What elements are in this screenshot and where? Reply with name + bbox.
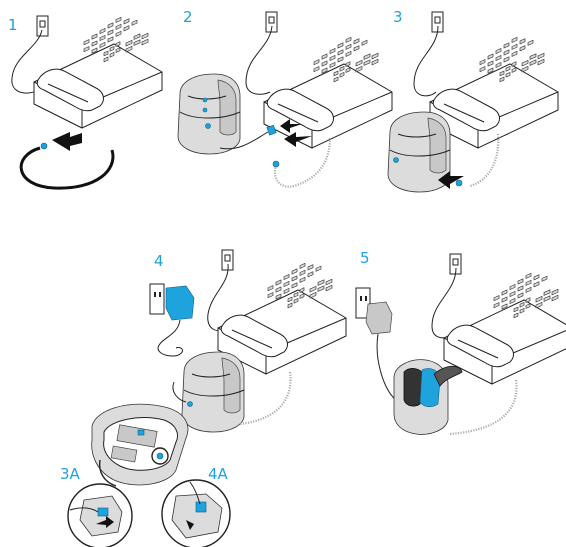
wall-jack-icon bbox=[222, 250, 233, 270]
power-adapter-icon bbox=[166, 286, 194, 320]
step-3-label: 3 bbox=[393, 8, 403, 26]
detail-base-underside bbox=[92, 404, 188, 486]
desk-phone-icon bbox=[444, 273, 566, 384]
desk-phone-icon bbox=[264, 37, 392, 148]
coiled-cord-icon bbox=[275, 138, 330, 187]
coiled-cord-icon bbox=[21, 148, 113, 188]
step-4-label: 4 bbox=[154, 252, 164, 270]
panel-step-3 bbox=[388, 12, 558, 192]
panel-step-1 bbox=[12, 16, 162, 188]
step-1-label: 1 bbox=[8, 16, 18, 34]
arrow-icon bbox=[52, 132, 82, 151]
step-5-label: 5 bbox=[360, 249, 370, 267]
panel-step-4 bbox=[150, 250, 346, 432]
base-unit-icon bbox=[182, 352, 244, 432]
desk-phone-icon bbox=[34, 17, 162, 128]
detail-4a-label: 4A bbox=[208, 465, 229, 483]
detail-4a-circle bbox=[162, 480, 230, 547]
detail-3a-circle bbox=[68, 484, 132, 547]
panel-step-5 bbox=[356, 254, 566, 434]
desk-phone-icon bbox=[218, 263, 346, 374]
wall-jack-icon bbox=[37, 16, 48, 36]
wall-outlet-icon bbox=[150, 284, 164, 314]
step-2-label: 2 bbox=[183, 8, 193, 26]
coiled-cord-icon bbox=[240, 372, 291, 424]
base-unit-icon bbox=[178, 74, 240, 154]
panel-step-2 bbox=[178, 12, 392, 187]
coiled-cord-icon bbox=[450, 380, 516, 434]
detail-3a-label: 3A bbox=[60, 465, 81, 483]
power-adapter-icon bbox=[366, 302, 392, 334]
